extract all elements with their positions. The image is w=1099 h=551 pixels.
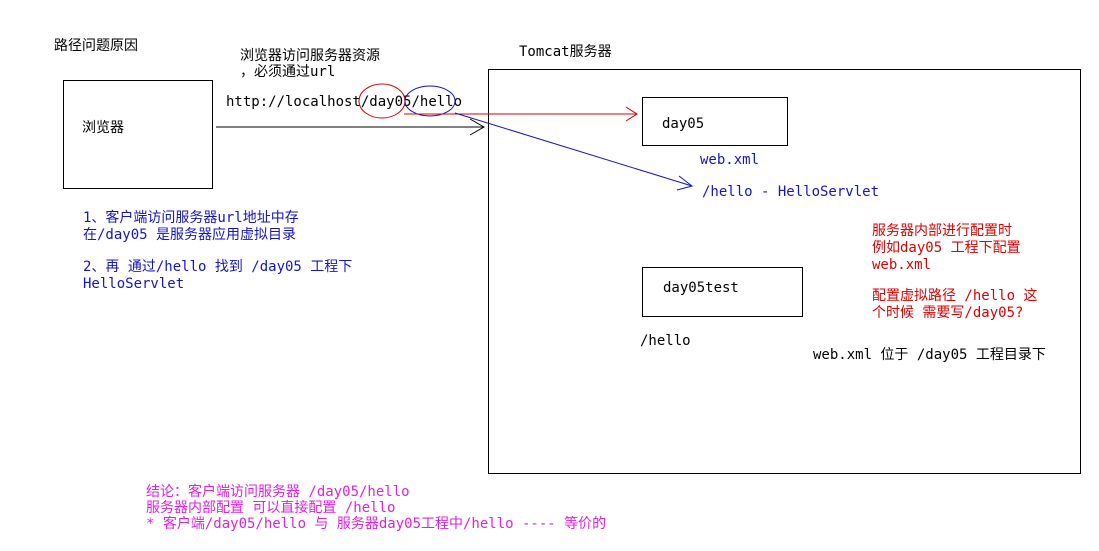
conclusion-line1: 结论：客户端访问服务器 /day05/hello bbox=[146, 484, 410, 500]
url-hello: hello bbox=[419, 94, 463, 110]
page-title: 路径问题原因 bbox=[54, 38, 138, 54]
day05-box: day05 bbox=[642, 97, 788, 146]
red-note-line2: 例如day05 工程下配置 bbox=[872, 240, 1021, 256]
day05-highlight-ellipse bbox=[358, 83, 406, 119]
server-title: Tomcat服务器 bbox=[519, 44, 612, 60]
hello-label: /hello bbox=[640, 333, 691, 349]
webxml-label: web.xml bbox=[700, 152, 760, 168]
red-note-line5: 个时候 需要写/day05? bbox=[872, 305, 1024, 321]
red-note-line1: 服务器内部进行配置时 bbox=[872, 223, 1012, 239]
url-prefix: http://localhost/ bbox=[226, 94, 370, 110]
browser-box: 浏览器 bbox=[63, 80, 213, 189]
day05-mapping-arrow bbox=[404, 106, 638, 122]
blue-note-line1: 1、客户端访问服务器url地址中存 bbox=[83, 210, 299, 226]
blue-note-line3: 2、再 通过/hello 找到 /day05 工程下 bbox=[83, 259, 353, 275]
conclusion-line3: * 客户端/day05/hello 与 服务器day05工程中/hello --… bbox=[146, 516, 607, 532]
mapping-label: /hello - HelloServlet bbox=[702, 184, 880, 200]
blue-note-line2: 在/day05 是服务器应用虚拟目录 bbox=[83, 227, 297, 243]
day05test-box: day05test bbox=[642, 267, 803, 317]
browser-note-line1: 浏览器访问服务器资源 bbox=[240, 48, 380, 64]
hello-highlight-ellipse bbox=[404, 85, 456, 117]
day05test-label: day05test bbox=[663, 280, 739, 296]
webxml-location-label: web.xml 位于 /day05 工程目录下 bbox=[813, 347, 1046, 363]
conclusion-line2: 服务器内部配置 可以直接配置 /hello bbox=[146, 500, 396, 516]
browser-box-label: 浏览器 bbox=[82, 120, 124, 136]
url-slash: / bbox=[411, 94, 420, 110]
red-note-line3: web.xml bbox=[872, 257, 932, 273]
url-day05: day05 bbox=[369, 94, 412, 110]
red-note-line4: 配置虚拟路径 /hello 这 bbox=[872, 288, 1038, 304]
url-text: http://localhost/day05/hello bbox=[226, 94, 462, 110]
hello-mapping-arrow bbox=[454, 112, 694, 191]
blue-note-line4: HelloServlet bbox=[83, 276, 185, 292]
browser-to-server-arrow bbox=[216, 118, 486, 136]
browser-note-line2: ，必须通过url bbox=[240, 64, 336, 80]
day05-label: day05 bbox=[662, 116, 705, 132]
